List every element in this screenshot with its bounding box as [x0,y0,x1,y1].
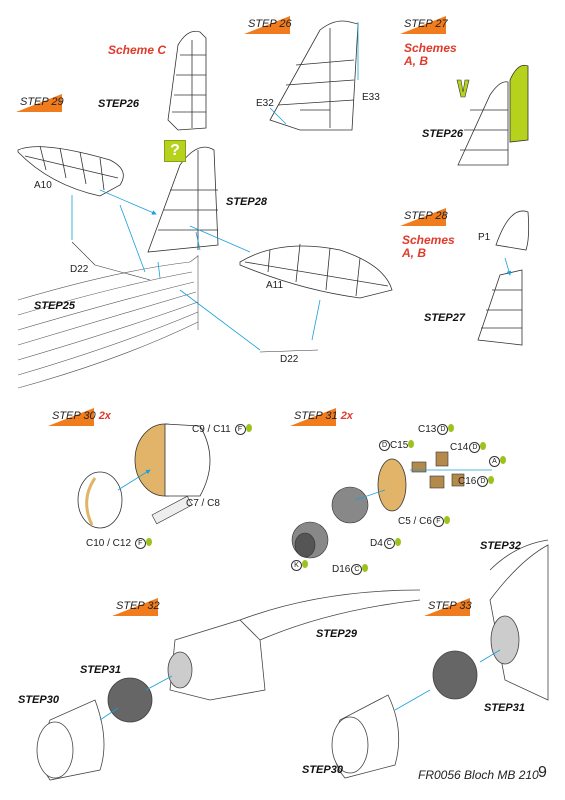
fin-step28 [477,210,530,346]
stabilizer-a11 [239,243,393,299]
stabilizer-a10 [17,145,124,197]
aircraft-nose-step32 [36,589,421,781]
ref-step27: STEP27 [424,312,465,324]
step-33-label: STEP 33 [428,600,472,612]
circle-c: C [383,538,395,549]
circle-d: D [469,442,481,453]
fuselage-tail [17,255,199,389]
drop-icon [408,440,415,448]
question-icon: ? [164,140,186,162]
part-e33: E33 [362,92,380,103]
part-e32: E32 [256,98,274,109]
page-number: 9 [538,764,547,781]
footer-title: FR0056 Bloch MB 210 [418,768,539,782]
circle-k: K [291,560,302,571]
engine-step31 [291,451,465,559]
green-rudder [509,64,529,143]
ref-step25: STEP25 [34,300,75,312]
drop-icon [443,516,450,524]
drop-icon [245,424,252,432]
step-30-label: STEP 30 [52,410,96,422]
part-k-marker: K [290,560,308,571]
circle-a: A [489,456,500,467]
ref-step30b: STEP30 [302,764,343,776]
circle-c: C [351,564,363,575]
ref-step31a: STEP31 [80,664,121,676]
part-c7-c8: C7 / C8 [186,498,220,509]
circle-d: D [477,476,489,487]
part-c10-c12: C10 / C12 F [86,538,152,549]
circle-d: D [379,440,390,451]
step-28-label: STEP 28 [404,210,448,222]
fin-center [147,146,219,253]
drop-icon [480,442,487,450]
drop-icon [448,424,455,432]
ref-step32: STEP32 [480,540,521,552]
fin-wireframe [269,20,359,131]
ref-step26a: STEP26 [98,98,139,110]
part-a-marker: A [488,456,506,467]
cowling-step30 [77,423,211,529]
part-a10: A10 [34,180,52,191]
part-c9-c11: C9 / C11 F [192,424,252,435]
drop-icon [362,564,369,572]
step-31-mult: 2x [340,410,353,422]
part-d22b: D22 [280,354,299,365]
ref-step29: STEP29 [316,628,357,640]
ref-step31b: STEP31 [484,702,525,714]
part-a11: A11 [266,280,284,291]
step-29-label: STEP 29 [20,96,64,108]
step-31-label: STEP 31 [294,410,338,422]
ref-step28: STEP28 [226,196,267,208]
step-32-label: STEP 32 [116,600,160,612]
step-26-label: STEP 26 [248,18,292,30]
drop-icon [302,560,308,568]
circle-d: D [437,424,449,435]
part-d22a: D22 [70,264,89,275]
circle-f: F [432,516,444,527]
fin-scheme-c [167,30,207,131]
ref-step30a: STEP30 [18,694,59,706]
drop-icon [488,476,495,484]
part-p1: P1 [478,232,491,243]
step-27-label: STEP 27 [404,18,448,30]
step-30-mult: 2x [98,410,111,422]
ref-step26b: STEP26 [422,128,463,140]
scheme-c-label: Scheme C [108,43,167,57]
circle-f: F [234,424,246,435]
drop-icon [145,538,152,546]
drop-icon [394,538,401,546]
circle-f: F [134,538,146,549]
drop-icon [500,456,506,464]
fin-step27 [457,81,509,166]
aircraft-nose-step33 [331,539,549,779]
